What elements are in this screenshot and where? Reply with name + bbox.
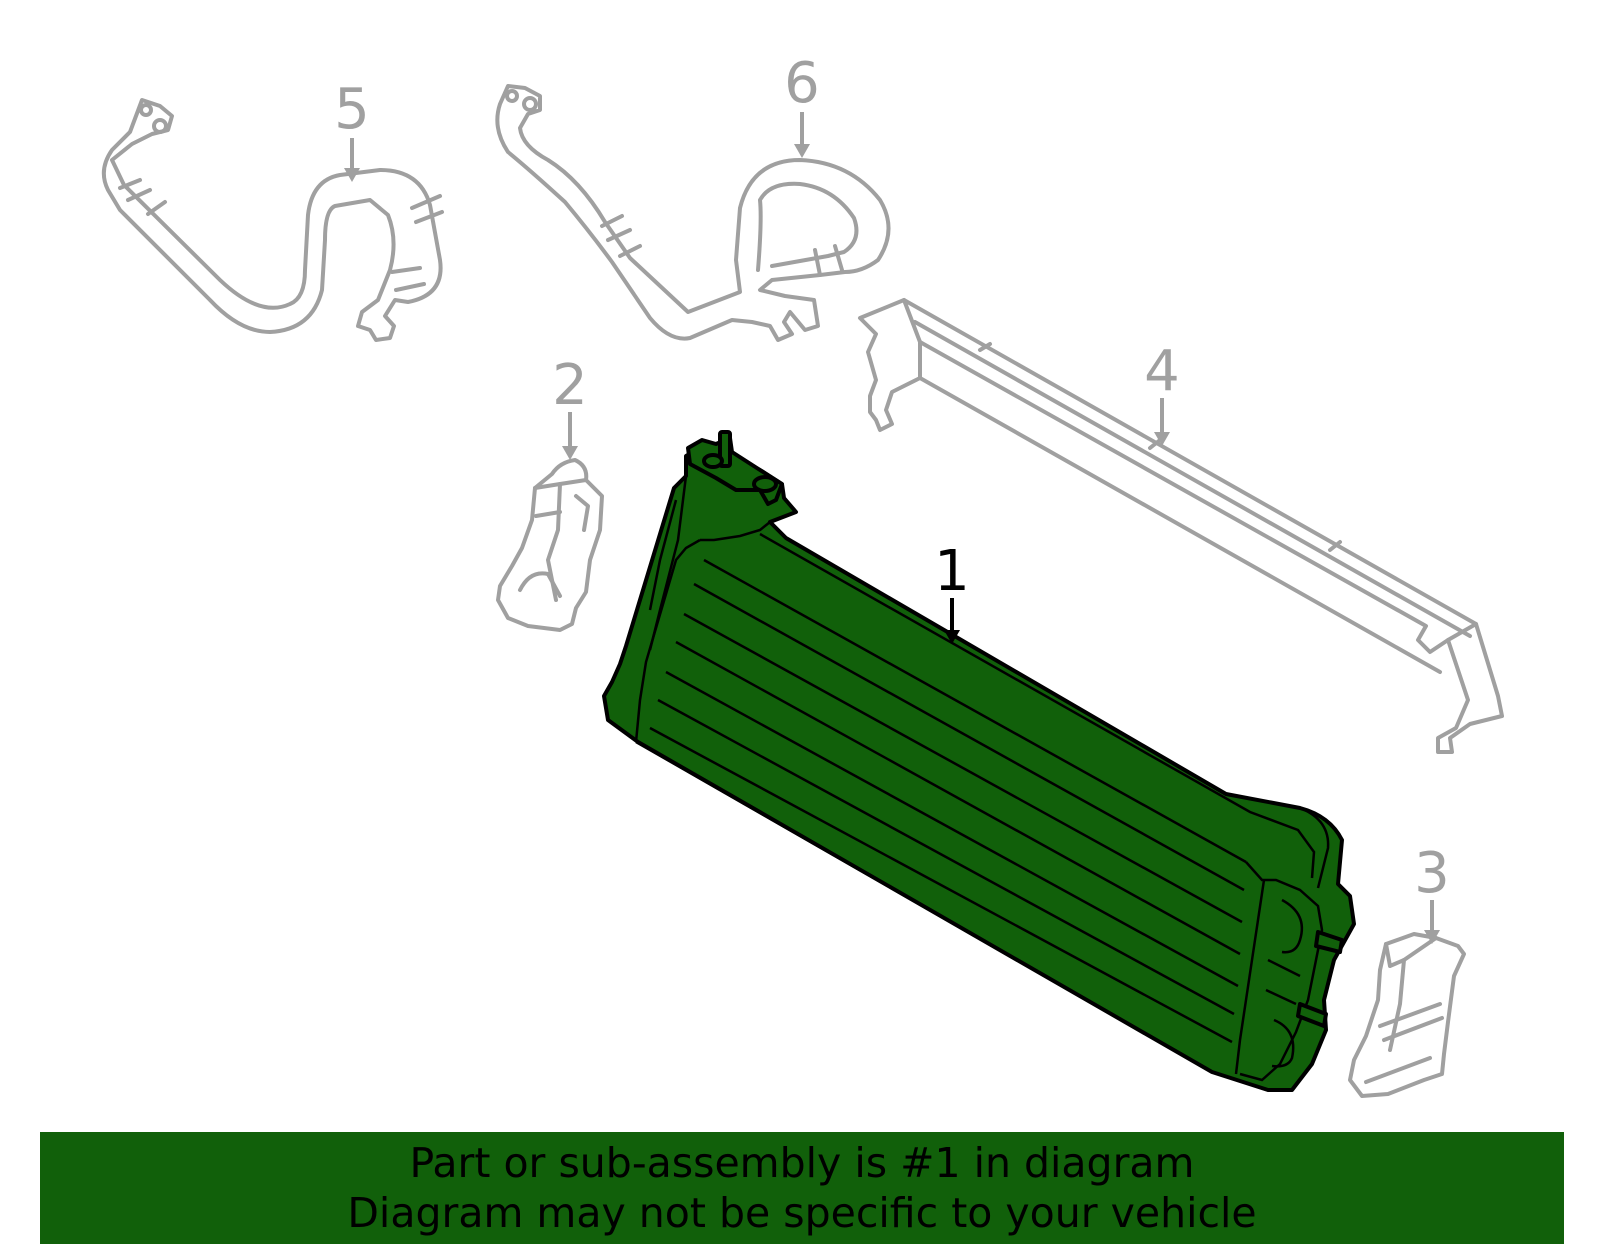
callout-6: 6 bbox=[784, 51, 820, 116]
part-1-oil-cooler bbox=[602, 430, 1356, 1092]
callout-4: 4 bbox=[1144, 339, 1180, 404]
callout-5: 5 bbox=[334, 77, 370, 142]
callout-leaders bbox=[344, 112, 1440, 944]
part-6-hose bbox=[495, 84, 891, 342]
part-2-bracket bbox=[496, 458, 604, 632]
banner-line-2: Diagram may not be specific to your vehi… bbox=[347, 1189, 1257, 1237]
part-5-hose bbox=[101, 98, 444, 342]
part-4-support-bracket bbox=[858, 298, 1504, 754]
callout-1: 1 bbox=[934, 539, 970, 604]
banner-line-1: Part or sub-assembly is #1 in diagram bbox=[409, 1139, 1195, 1187]
info-banner: Part or sub-assembly is #1 in diagram Di… bbox=[40, 1132, 1564, 1244]
callout-2: 2 bbox=[552, 353, 588, 418]
callout-3: 3 bbox=[1414, 841, 1450, 906]
part-3-bracket bbox=[1348, 932, 1466, 1098]
